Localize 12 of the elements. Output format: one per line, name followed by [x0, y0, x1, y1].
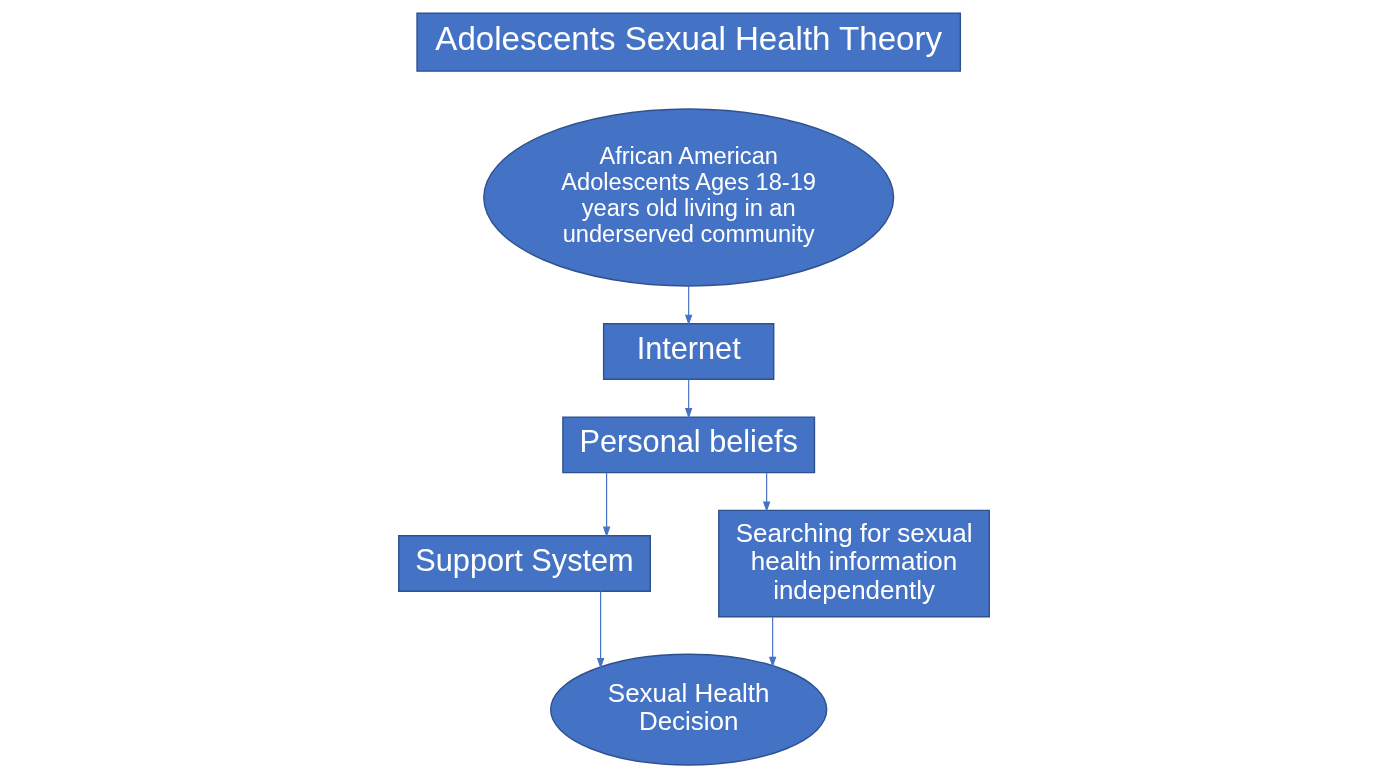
node-box: Personal beliefs — [561, 416, 815, 474]
arrow — [602, 472, 610, 538]
arrow — [684, 378, 692, 419]
arrow — [762, 472, 770, 513]
node-ellipse: African American Adolescents Ages 18-19 years old living in an underserved community — [482, 108, 894, 287]
arrow — [596, 590, 604, 669]
node-box: Adolescents Sexual Health Theory — [415, 12, 961, 72]
node-box: Support System — [397, 535, 651, 592]
arrow — [768, 616, 776, 668]
node-box: Internet — [602, 323, 774, 380]
node-box: Searching for sexual health information independently — [717, 509, 990, 618]
arrow — [684, 285, 692, 326]
